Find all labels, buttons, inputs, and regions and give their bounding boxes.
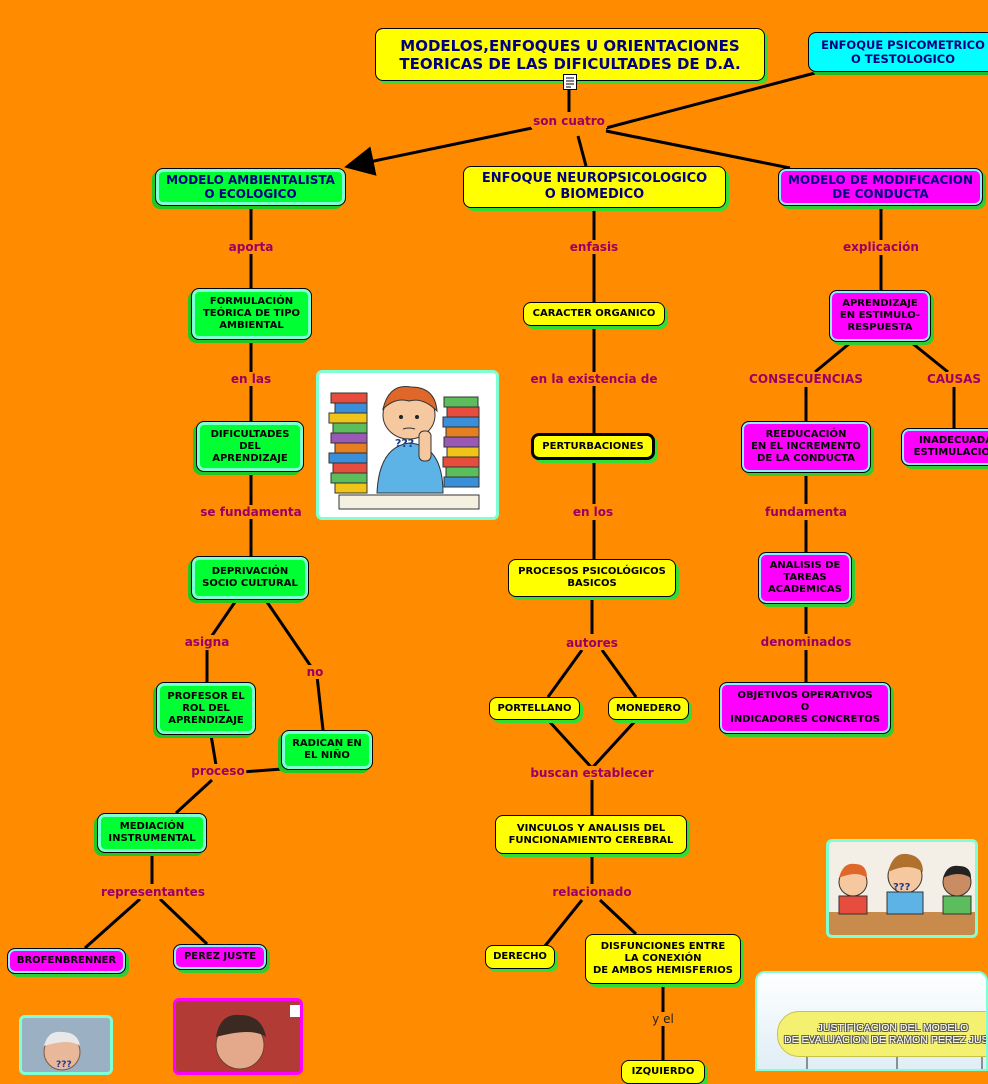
link-label-enfasis: enfasis bbox=[567, 240, 621, 254]
brofenbrenner-photo[interactable]: ??? bbox=[19, 1015, 113, 1075]
link-label-asigna: asigna bbox=[182, 635, 232, 649]
document-icon[interactable] bbox=[563, 74, 577, 90]
node-radican[interactable]: RADICAN EN EL NIÑO bbox=[281, 730, 373, 770]
node-portellano[interactable]: PORTELLANO bbox=[489, 697, 580, 720]
node-inadecuada-estimulacion[interactable]: INADECUADA ESTIMULACION bbox=[901, 428, 988, 466]
node-caracter-organico[interactable]: CARACTER ORGANICO bbox=[523, 302, 665, 326]
node-monedero[interactable]: MONEDERO bbox=[608, 697, 689, 720]
banner-text: JUSTIFICACION DEL MODELO DE EVALUACION D… bbox=[777, 1011, 986, 1057]
link-label-denominados: denominados bbox=[758, 635, 854, 649]
link-label-buscan: buscan establecer bbox=[528, 766, 656, 780]
link-label-se-fundamenta: se fundamenta bbox=[198, 505, 304, 519]
link-label-causas: CAUSAS bbox=[924, 372, 984, 386]
link-label-son-cuatro: son cuatro bbox=[531, 114, 607, 128]
link-label-relacionado: relacionado bbox=[550, 885, 634, 899]
perez-juste-photo[interactable] bbox=[173, 998, 303, 1075]
node-analisis-tareas[interactable]: ANALISIS DE TAREAS ACADEMICAS bbox=[758, 552, 852, 604]
link-label-en-los: en los bbox=[570, 505, 616, 519]
student-books-picture[interactable]: ??? bbox=[316, 370, 499, 520]
node-mediacion[interactable]: MEDIACIÓN INSTRUMENTAL bbox=[97, 813, 207, 853]
link-label-en-las: en las bbox=[228, 372, 274, 386]
children-classroom-illustration bbox=[829, 853, 975, 935]
portrait-illustration-1 bbox=[22, 1018, 110, 1072]
node-vinculos[interactable]: VINCULOS Y ANALISIS DEL FUNCIONAMIENTO C… bbox=[495, 815, 687, 854]
node-modificacion-conducta[interactable]: MODELO DE MODIFICACION DE CONDUCTA bbox=[778, 168, 983, 206]
picture-caption-question-3: ??? bbox=[56, 1060, 72, 1070]
link-label-autores: autores bbox=[564, 636, 620, 650]
justificacion-banner[interactable]: JUSTIFICACION DEL MODELO DE EVALUACION D… bbox=[755, 971, 988, 1071]
node-derecho[interactable]: DERECHO bbox=[485, 945, 555, 969]
children-classroom-picture[interactable]: ??? bbox=[826, 839, 978, 938]
node-procesos-psicologicos[interactable]: PROCESOS PSICOLÓGICOS BASICOS bbox=[508, 559, 676, 597]
node-psicometrico[interactable]: ENFOQUE PSICOMETRICO O TESTOLOGICO bbox=[808, 32, 988, 72]
node-brofenbrenner[interactable]: BROFENBRENNER bbox=[7, 948, 126, 974]
link-label-fundamenta: fundamenta bbox=[762, 505, 850, 519]
link-label-explicacion: explicación bbox=[841, 240, 921, 254]
student-books-illustration bbox=[328, 385, 480, 510]
map-title[interactable]: MODELOS,ENFOQUES U ORIENTACIONES TEORICA… bbox=[375, 28, 765, 81]
picture-caption-question-2: ??? bbox=[893, 882, 911, 893]
picture-caption-question: ??? bbox=[395, 437, 415, 450]
banner-lines bbox=[806, 1057, 983, 1069]
link-label-proceso: proceso bbox=[189, 764, 247, 778]
portrait-illustration-2 bbox=[176, 1001, 300, 1072]
link-label-representantes: representantes bbox=[99, 885, 207, 899]
node-disfunciones[interactable]: DISFUNCIONES ENTRE LA CONEXIÓN DE AMBOS … bbox=[585, 934, 741, 984]
node-aprendizaje-estimulo-respuesta[interactable]: APRENDIZAJE EN ESTIMULO- RESPUESTA bbox=[829, 290, 931, 342]
link-label-consecuencias: CONSECUENCIAS bbox=[747, 372, 865, 386]
node-ambientalista[interactable]: MODELO AMBIENTALISTA O ECOLOGICO bbox=[155, 168, 346, 206]
node-formulacion[interactable]: FORMULACIÓN TEÓRICA DE TIPO AMBIENTAL bbox=[191, 288, 312, 340]
node-deprivacion[interactable]: DEPRIVACIÓN SOCIO CULTURAL bbox=[191, 556, 309, 600]
node-dificultades-aprendizaje[interactable]: DIFICULTADES DEL APRENDIZAJE bbox=[196, 421, 304, 472]
link-label-en-la-existencia: en la existencia de bbox=[528, 372, 660, 386]
link-label-no: no bbox=[304, 665, 326, 679]
node-perturbaciones[interactable]: PERTURBACIONES bbox=[531, 433, 655, 460]
node-neuropsicologico[interactable]: ENFOQUE NEUROPSICOLOGICO O BIOMEDICO bbox=[463, 166, 726, 208]
node-izquierdo[interactable]: IZQUIERDO bbox=[621, 1060, 705, 1084]
link-label-aporta: aporta bbox=[226, 240, 276, 254]
link-label-y-el: y el bbox=[650, 1012, 676, 1026]
node-profesor[interactable]: PROFESOR EL ROL DEL APRENDIZAJE bbox=[156, 682, 256, 735]
node-perez-juste[interactable]: PEREZ JUSTE bbox=[173, 944, 267, 970]
node-objetivos-operativos[interactable]: OBJETIVOS OPERATIVOS O INDICADORES CONCR… bbox=[719, 682, 891, 734]
node-reeducacion[interactable]: REEDUCACIÓN EN EL INCREMENTO DE LA CONDU… bbox=[741, 421, 871, 473]
